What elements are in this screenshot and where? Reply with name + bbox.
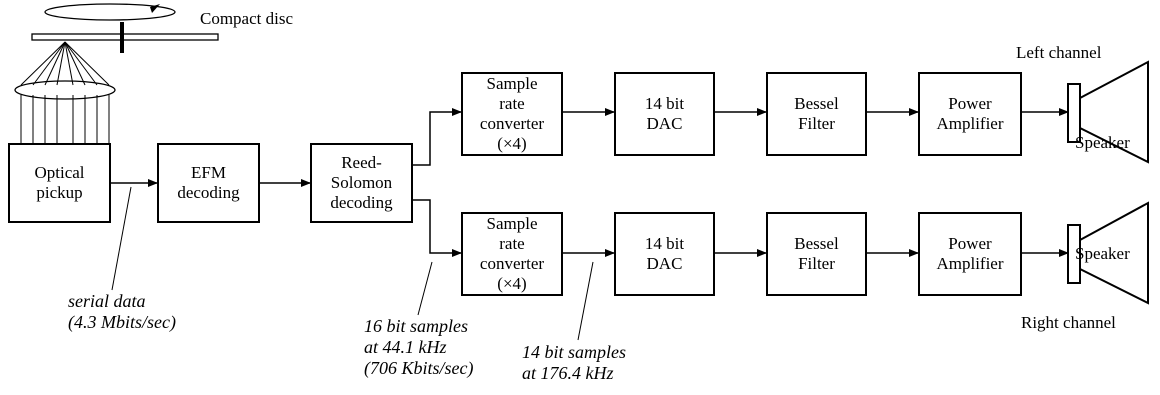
efm-decoding-block: EFM decoding [157, 143, 260, 223]
right-channel-label: Right channel [1021, 313, 1116, 332]
speaker-icon-right [1067, 201, 1149, 305]
leader-serial-data [111, 186, 132, 291]
14bit-samples-annotation: 14 bit samples at 176.4 kHz [522, 342, 627, 383]
right-sample-rate-converter-block: Sample rate converter (×4) [461, 212, 563, 296]
left-speaker-label: Speaker [1075, 133, 1130, 152]
left-channel-label: Left channel [1016, 43, 1102, 62]
leader-16bit-samples [417, 261, 433, 316]
leader-14bit-samples [577, 261, 594, 341]
right-power-amplifier-block: Power Amplifier [918, 212, 1022, 296]
serial-data-annotation: serial data (4.3 Mbits/sec) [68, 291, 176, 332]
wire-split-left [413, 108, 462, 166]
optical-pickup-block: Optical pickup [8, 143, 111, 223]
left-power-amplifier-block: Power Amplifier [918, 72, 1022, 156]
compact-disc-label: Compact disc [200, 9, 294, 28]
left-sample-rate-converter-block: Sample rate converter (×4) [461, 72, 563, 156]
reed-solomon-block: Reed- Solomon decoding [310, 143, 413, 223]
left-dac-block: 14 bit DAC [614, 72, 715, 156]
16bit-samples-annotation: 16 bit samples at 44.1 kHz (706 Kbits/se… [364, 316, 474, 378]
right-bessel-filter-block: Bessel Filter [766, 212, 867, 296]
left-bessel-filter-block: Bessel Filter [766, 72, 867, 156]
right-dac-block: 14 bit DAC [614, 212, 715, 296]
wire-split-right [413, 199, 462, 257]
speaker-icon-left [1067, 60, 1149, 164]
laser-lens-icon [14, 41, 116, 143]
compact-disc-icon [31, 3, 219, 53]
right-speaker-label: Speaker [1075, 244, 1130, 263]
